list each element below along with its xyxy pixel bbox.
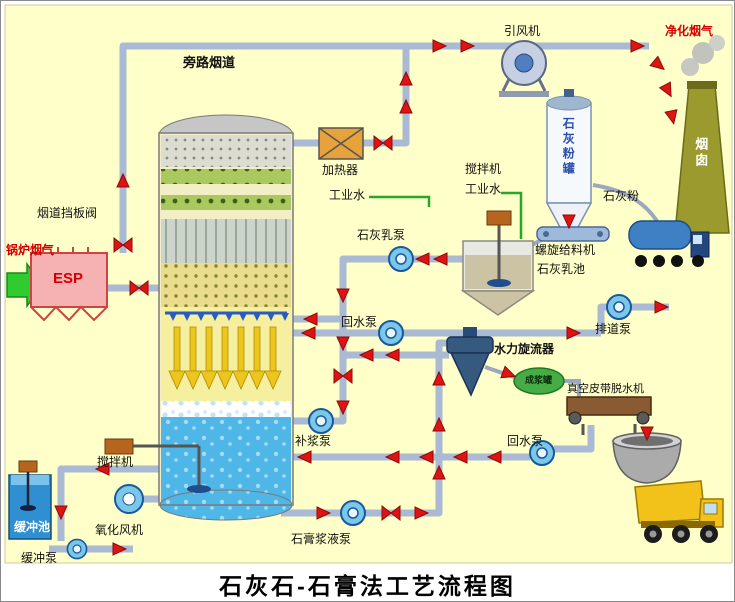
label-lime-milk-pool: 石灰乳池 [537, 262, 586, 276]
lime-milk-pump-unit [388, 246, 414, 272]
label-heater: 加热器 [322, 163, 359, 177]
label-industrial-water-2: 工业水 [465, 182, 502, 196]
label-return-pump-1: 回水泵 [341, 315, 378, 329]
label-drain-pump: 排道泵 [595, 322, 632, 336]
label-clean-flue-gas: 净化烟气 [665, 24, 714, 38]
label-makeup-pump: 补浆泵 [295, 434, 332, 448]
lime-milk-pool-tank [460, 210, 536, 316]
label-lime-powder: 石灰粉 [603, 189, 640, 203]
label-oxidation-fan: 氧化风机 [95, 523, 144, 537]
buffer-pump-unit [66, 538, 88, 560]
label-return-pump-2: 回水泵 [507, 434, 544, 448]
label-slurry-tank: 成浆罐 [525, 375, 553, 385]
gypsum-slurry-pump-unit [340, 500, 366, 526]
label-lime-powder-silo: 石灰粉罐 [561, 117, 576, 177]
label-buffer-pool: 缓冲池 [14, 520, 51, 534]
label-vacuum-belt-dewaterer: 真空皮带脱水机 [567, 383, 644, 395]
spray-curtain-arrows [168, 326, 282, 390]
spray-nozzles [169, 313, 289, 321]
id-fan-unit [499, 40, 549, 97]
label-agitator-bottom: 搅拌机 [97, 455, 134, 469]
label-bypass-flue: 旁路烟道 [183, 55, 236, 70]
label-screw-feeder: 螺旋给料机 [535, 243, 596, 257]
dump-truck [634, 480, 724, 543]
label-gypsum-slurry-pump: 石膏浆液泵 [291, 532, 352, 546]
smoke-puffs [681, 35, 725, 76]
hydrocyclone-unit [446, 327, 494, 397]
diagram-background [4, 4, 733, 564]
screw-feeder-unit [536, 226, 610, 242]
buffer-agitator-motor [18, 460, 38, 473]
makeup-pump-unit [308, 408, 334, 434]
heater-unit [318, 127, 364, 160]
label-hydrocyclone: 水力旋流器 [494, 342, 555, 356]
label-industrial-water-1: 工业水 [329, 188, 366, 202]
label-agitator-top: 搅拌机 [465, 162, 502, 176]
drain-pump-unit [606, 294, 632, 320]
return-pump-1-unit [378, 320, 404, 346]
slurry-ladle [612, 432, 682, 484]
water-lines [369, 191, 523, 239]
label-flue-damper-valve: 烟道挡板阀 [37, 206, 98, 220]
slurry-tank-vessel [513, 367, 565, 395]
label-id-fan: 引风机 [504, 24, 541, 38]
absorber-tower [104, 114, 294, 521]
label-esp: ESP [53, 270, 84, 287]
label-lime-milk-pump: 石灰乳泵 [357, 228, 406, 242]
tower-agitator-motor [104, 438, 134, 455]
label-chimney: 烟囱 [693, 137, 709, 169]
label-boiler-flue-gas: 锅炉烟气 [6, 243, 55, 257]
diagram-title: 石灰石-石膏法工艺流程图 [219, 573, 516, 599]
chimney-stack [674, 35, 730, 234]
esp-unit [30, 247, 108, 322]
label-buffer-pump: 缓冲泵 [21, 551, 58, 565]
buffer-pool-tank [8, 460, 52, 540]
lime-tank-truck [628, 220, 710, 267]
oxidation-fan-unit [114, 484, 144, 514]
pool-agitator-motor [486, 210, 512, 226]
